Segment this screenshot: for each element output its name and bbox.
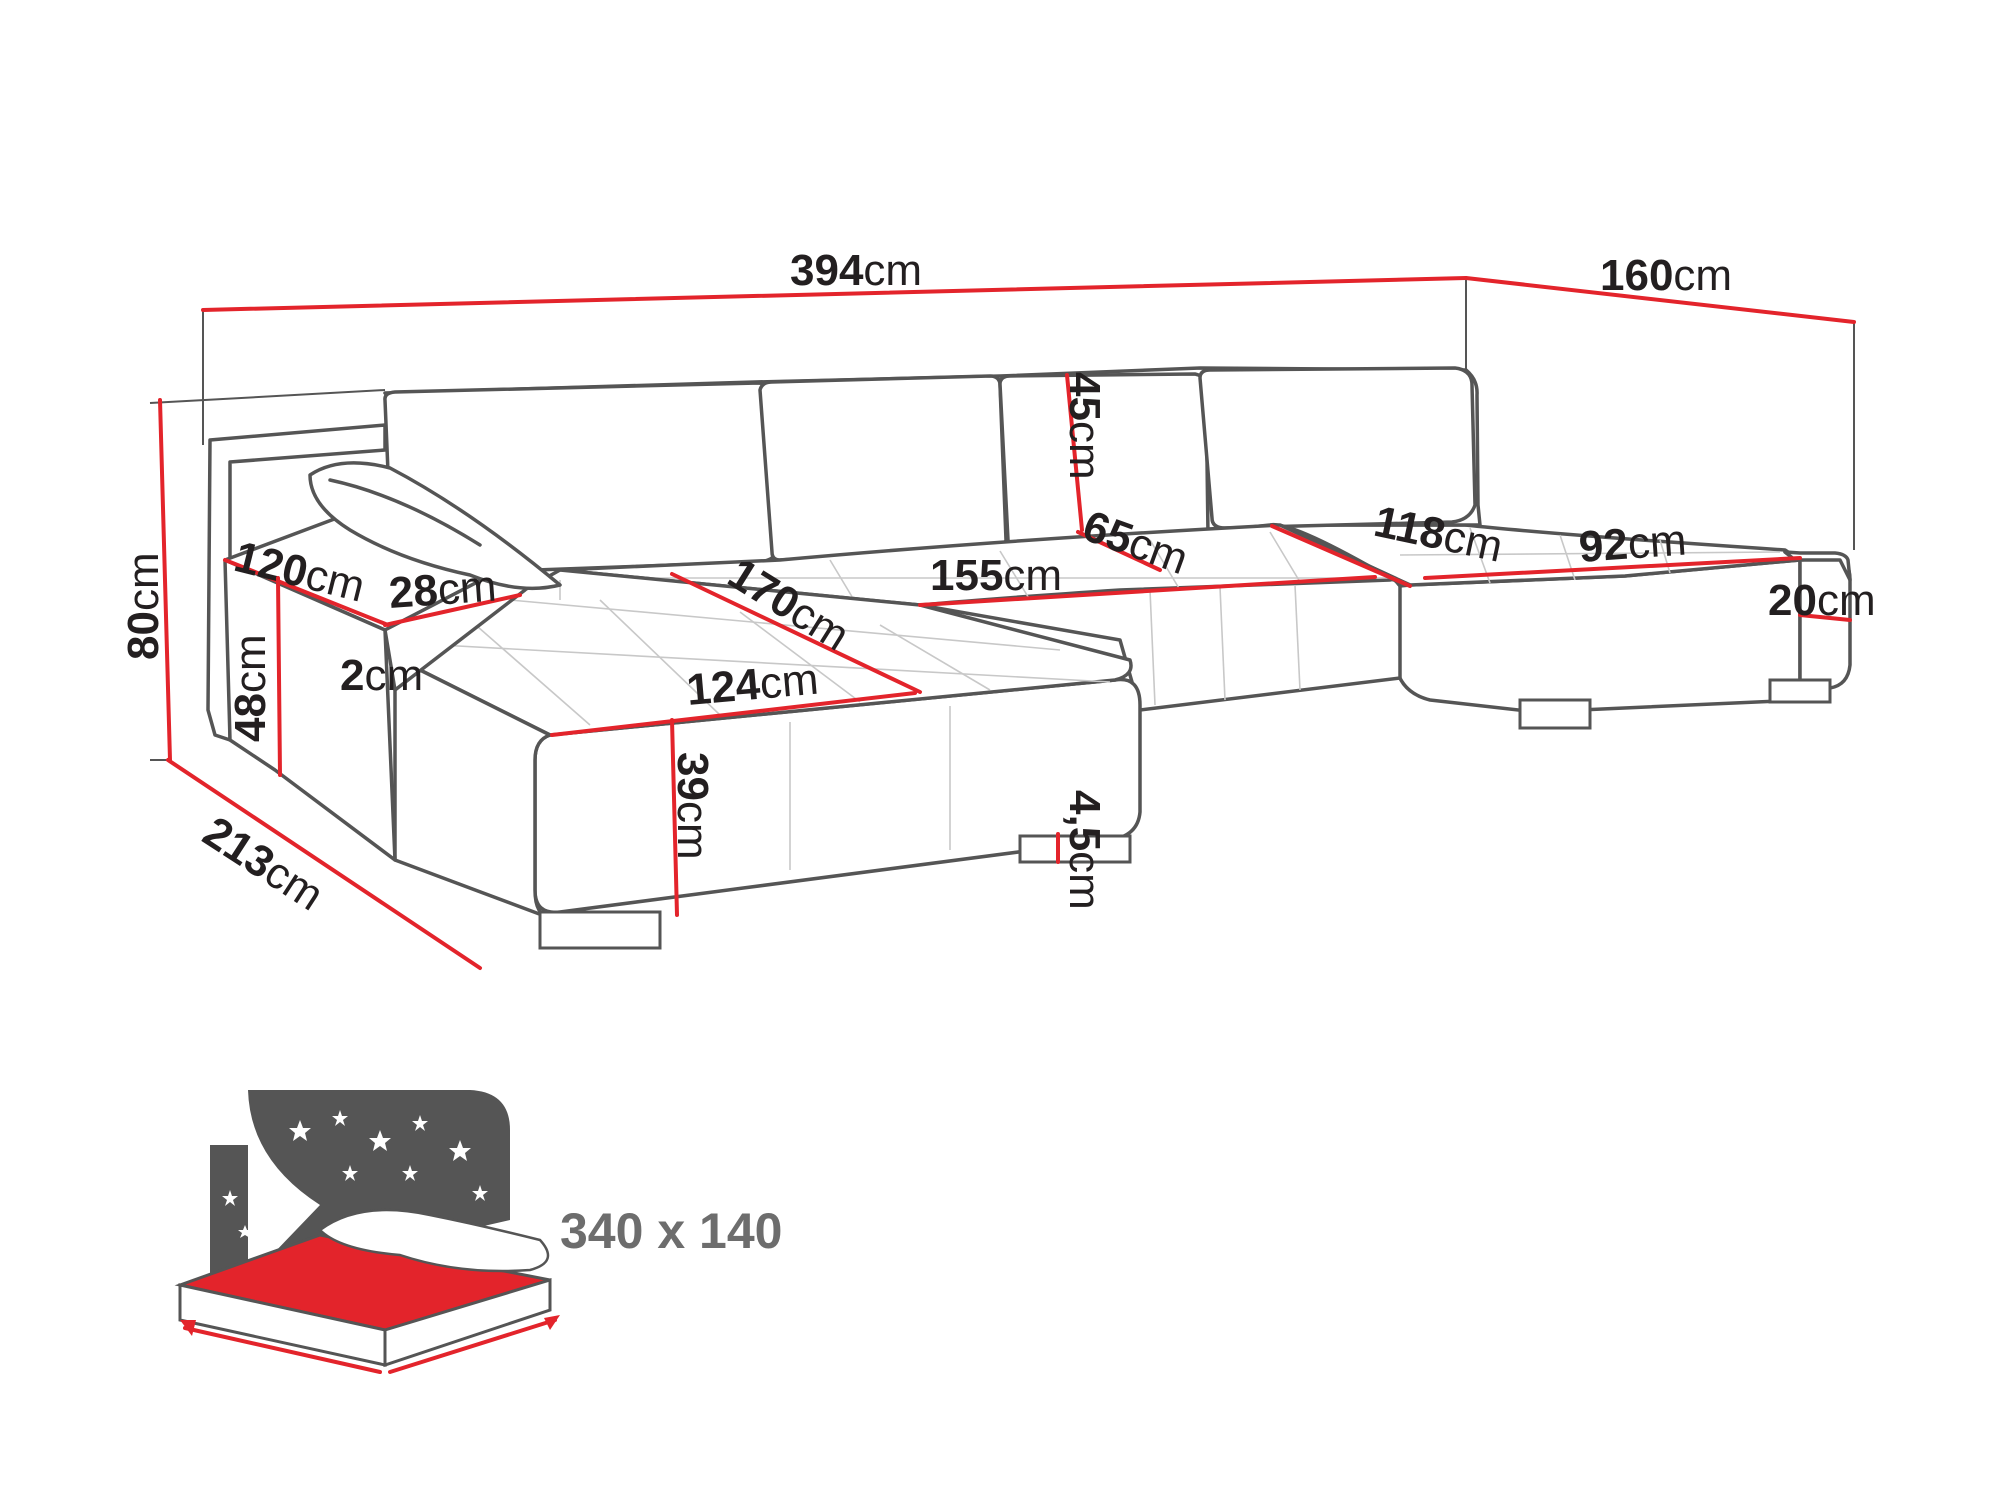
armrest-height-unit: cm bbox=[226, 634, 275, 693]
overall-height-value: 80 bbox=[119, 611, 168, 660]
armrest-width-label: 28cm bbox=[387, 562, 498, 618]
left-depth-line bbox=[166, 758, 482, 970]
right-depth-label: 160cm bbox=[1600, 251, 1732, 300]
right-armrest-height-label: 20cm bbox=[1768, 576, 1876, 625]
armrest-width-value: 28 bbox=[387, 566, 439, 618]
overall-height-line bbox=[158, 398, 172, 762]
overall-width-label: 394cm bbox=[790, 246, 922, 295]
chaise-leg bbox=[538, 910, 662, 950]
armrest-width-line bbox=[383, 593, 522, 627]
left-armrest bbox=[206, 423, 562, 862]
right-armrest-height-unit: cm bbox=[1817, 576, 1876, 625]
chaise-depth-line bbox=[670, 572, 922, 694]
backrest-height-label: 45cm bbox=[1060, 372, 1109, 480]
seat-height-value: 39 bbox=[668, 752, 717, 801]
chaise-leg bbox=[1018, 834, 1132, 864]
leg-height-value: 4,5 bbox=[1060, 790, 1109, 851]
middle-seat-width-line bbox=[918, 575, 1377, 607]
chaise-width-unit: cm bbox=[758, 655, 821, 709]
right-chaise-width-line bbox=[1423, 556, 1802, 580]
armrest-height-line bbox=[276, 576, 282, 777]
armrest-height-label: 48cm bbox=[226, 634, 275, 742]
right-armrest-height-line bbox=[1798, 613, 1852, 622]
pillow bbox=[308, 461, 562, 591]
backrest-height-line bbox=[1065, 373, 1084, 532]
sleeping-area-icon bbox=[174, 1090, 560, 1374]
overall-width-value: 394 bbox=[790, 246, 864, 295]
chaise-leg bbox=[1768, 678, 1832, 704]
middle-seat-depth-line bbox=[1076, 530, 1162, 572]
overall-width-line bbox=[201, 276, 1468, 312]
leg-height-label: 4,5cm bbox=[1060, 790, 1109, 910]
middle-seat-width-label: 155cm bbox=[930, 551, 1062, 600]
leg-height-unit: cm bbox=[1060, 851, 1109, 910]
seat-height-label: 39cm bbox=[668, 752, 717, 860]
armrest-gap-value: 2 bbox=[340, 651, 364, 700]
right-chaise-width-value: 92 bbox=[1577, 520, 1629, 572]
armrest-length-line bbox=[223, 558, 390, 627]
backrest-height-unit: cm bbox=[1060, 421, 1109, 480]
chaise-width-value: 124 bbox=[685, 660, 763, 715]
right-seat-width-unit: cm bbox=[1439, 512, 1507, 572]
chaise-width-line bbox=[550, 691, 917, 737]
armrest-gap-label: 2cm bbox=[340, 651, 423, 700]
right-depth-line bbox=[1464, 276, 1856, 324]
seat-height-unit: cm bbox=[668, 801, 717, 860]
overall-height-label: 80cm bbox=[119, 552, 168, 660]
backrest-height-value: 45 bbox=[1060, 372, 1109, 421]
right-armrest-height-value: 20 bbox=[1768, 576, 1817, 625]
overall-height-unit: cm bbox=[119, 552, 168, 611]
armrest-width-unit: cm bbox=[436, 562, 498, 615]
middle-seat-width-unit: cm bbox=[1003, 551, 1062, 600]
chaise-leg bbox=[1518, 698, 1592, 730]
right-chaise bbox=[1278, 523, 1852, 730]
right-chaise-width-label: 92cm bbox=[1577, 516, 1688, 572]
right-depth-unit: cm bbox=[1673, 251, 1732, 300]
seat-height-line bbox=[670, 718, 679, 917]
left-chaise bbox=[393, 568, 1142, 950]
armrest-gap-unit: cm bbox=[364, 651, 423, 700]
extension-lines bbox=[149, 278, 1855, 761]
overall-width-unit: cm bbox=[863, 246, 922, 295]
sleeping-area-label: 340 x 140 bbox=[560, 1203, 782, 1259]
right-depth-value: 160 bbox=[1600, 251, 1673, 300]
armrest-height-value: 48 bbox=[226, 693, 275, 742]
right-chaise-width-unit: cm bbox=[1626, 516, 1688, 569]
chaise-width-label: 124cm bbox=[685, 655, 821, 715]
middle-seat-width-value: 155 bbox=[930, 551, 1003, 600]
right-seat-width-line bbox=[1270, 524, 1412, 588]
